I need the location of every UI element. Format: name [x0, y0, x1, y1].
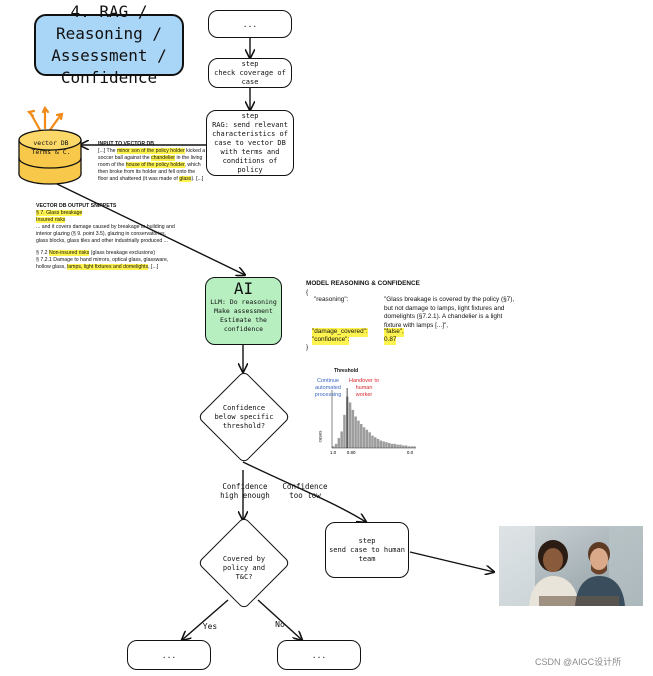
histogram-bar: [388, 443, 391, 448]
histogram-bar: [407, 446, 411, 448]
arrow-vectordb-to-ai: [54, 182, 245, 275]
histogram-bar: [413, 446, 416, 448]
spark-icon: [26, 105, 64, 132]
vector-db-output: VECTOR DB OUTPUT SNIPPETS § 7. Glass bre…: [36, 203, 176, 271]
output-p2-segment: Non-insured risks: [48, 250, 90, 256]
input-text-segment: kicked a soccer ball against the: [98, 148, 206, 161]
step-send-human: step send case to human team: [325, 522, 409, 578]
input-text-segment: minor son of the policy holder: [116, 148, 185, 154]
histogram-bar: [337, 438, 341, 448]
output-p1-segment: ... and it covers damage caused by break…: [36, 224, 175, 244]
histogram-bar: [368, 432, 371, 448]
input-text-segment: , which then broke from its holder and f…: [98, 162, 201, 182]
histogram-bar: [357, 420, 360, 448]
ai-box: AI LLM: Do reasoning Make assessment Est…: [205, 277, 282, 345]
arrow-send-to-team: [409, 551, 494, 572]
label-no: No: [275, 620, 285, 629]
watermark: CSDN @AIGC设计所: [535, 657, 622, 667]
output-p2-segment: § 7.2: [36, 250, 49, 256]
threshold-chart: Threshold Continue automated processing …: [312, 368, 418, 464]
histogram-bar: [382, 441, 385, 448]
chart-ylabel: cases: [317, 430, 323, 443]
histogram-bar: [360, 423, 363, 448]
histogram-bar: [343, 414, 346, 448]
histogram-bar: [376, 438, 380, 448]
chart-title: Threshold: [334, 368, 359, 374]
input-text-segment: in the living room of the: [98, 155, 203, 168]
vector-db-icon: [18, 129, 82, 185]
histogram-bar: [399, 444, 402, 448]
input-to-vector-db-text: [...] The minor son of the policy holder…: [98, 148, 206, 183]
label-yes: Yes: [202, 622, 218, 631]
output-p1-segment: Insured risks: [36, 217, 66, 223]
output-p2-segment: , [...]: [148, 264, 159, 270]
histogram-bar: [404, 445, 408, 448]
label-confidence-low: Confidence too low: [282, 482, 328, 500]
tick-label: 1.0: [330, 450, 337, 455]
input-text-segment: chandelier: [151, 155, 175, 161]
step-rag: step RAG: send relevant characteristics …: [206, 110, 294, 176]
decision-covered-label: Covered by policy and T&C?: [222, 555, 266, 581]
histogram-bar: [332, 446, 335, 448]
top-box: ...: [208, 10, 292, 38]
vector-db-output-p1: § 7. Glass breakage Insured risks ... an…: [36, 210, 176, 245]
input-text-segment: glass: [179, 176, 192, 182]
input-to-vector-db: INPUT TO VECTOR DB [...] The minor son o…: [98, 141, 206, 183]
step-check-coverage: step check coverage of case: [208, 58, 292, 88]
histogram-bar: [374, 437, 377, 448]
output-p2-segment: lamps, light fixtures and domelights: [67, 264, 149, 270]
histogram-bar: [351, 409, 355, 448]
input-text-segment: house of the policy holder: [125, 162, 185, 168]
histogram-bar: [402, 445, 405, 448]
histogram-bar: [334, 443, 338, 448]
decision-confidence-label: Confidence below specific threshold?: [214, 404, 274, 430]
histogram: 1.0 0.80 0.0: [330, 388, 416, 455]
histogram-bar: [362, 427, 366, 448]
bottom-left-box: ...: [127, 640, 211, 670]
histogram-bar: [410, 446, 413, 448]
histogram-bar: [348, 402, 352, 448]
human-team-photo: [499, 526, 643, 606]
label-confidence-high: Confidence high enough: [220, 482, 270, 500]
annotation-continue: Continue automated processing: [314, 378, 342, 398]
histogram-bar: [393, 443, 397, 448]
histogram-bar: [340, 431, 343, 448]
vector-db-output-p2: § 7.2 Non-insured risks (glass breakage …: [36, 250, 176, 271]
page-title: 4. RAG / Reasoning / Assessment / Confid…: [34, 2, 184, 87]
histogram-bar: [379, 440, 383, 448]
output-p2-segment: (glass breakage exclusions) § 7.2.1 Dama…: [36, 250, 169, 270]
input-text-segment: ). [...]: [191, 176, 204, 182]
annotation-handover: Handover to human worker: [349, 378, 379, 398]
histogram-bar: [365, 429, 369, 448]
vector-db-label: vector DB Terms & C.: [31, 139, 71, 156]
input-text-segment: [...] The: [98, 148, 117, 154]
histogram-bar: [396, 444, 399, 448]
tick-label: 0.80: [347, 450, 356, 455]
arrow-decision-to-send: [242, 461, 366, 522]
arrow-covered-no: [257, 599, 302, 640]
bottom-right-box: ...: [277, 640, 361, 670]
histogram-bar: [385, 442, 388, 448]
output-p1-segment: § 7. Glass breakage: [36, 210, 83, 216]
arrow-covered-yes: [182, 599, 229, 640]
histogram-bar: [390, 443, 394, 448]
histogram-bar: [371, 435, 374, 448]
histogram-bar: [354, 416, 357, 448]
tick-label: 0.0: [407, 450, 414, 455]
chart-axes: [331, 390, 416, 449]
